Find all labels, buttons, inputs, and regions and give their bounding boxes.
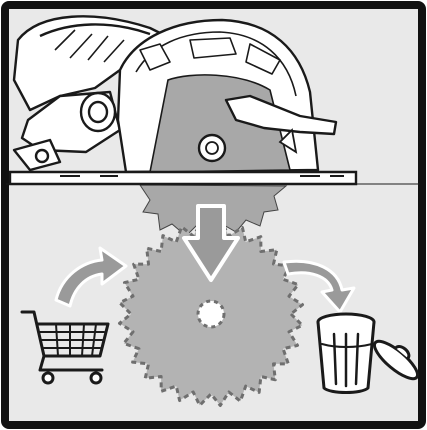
blade-arbor (199, 135, 225, 161)
base-plate (10, 172, 356, 184)
